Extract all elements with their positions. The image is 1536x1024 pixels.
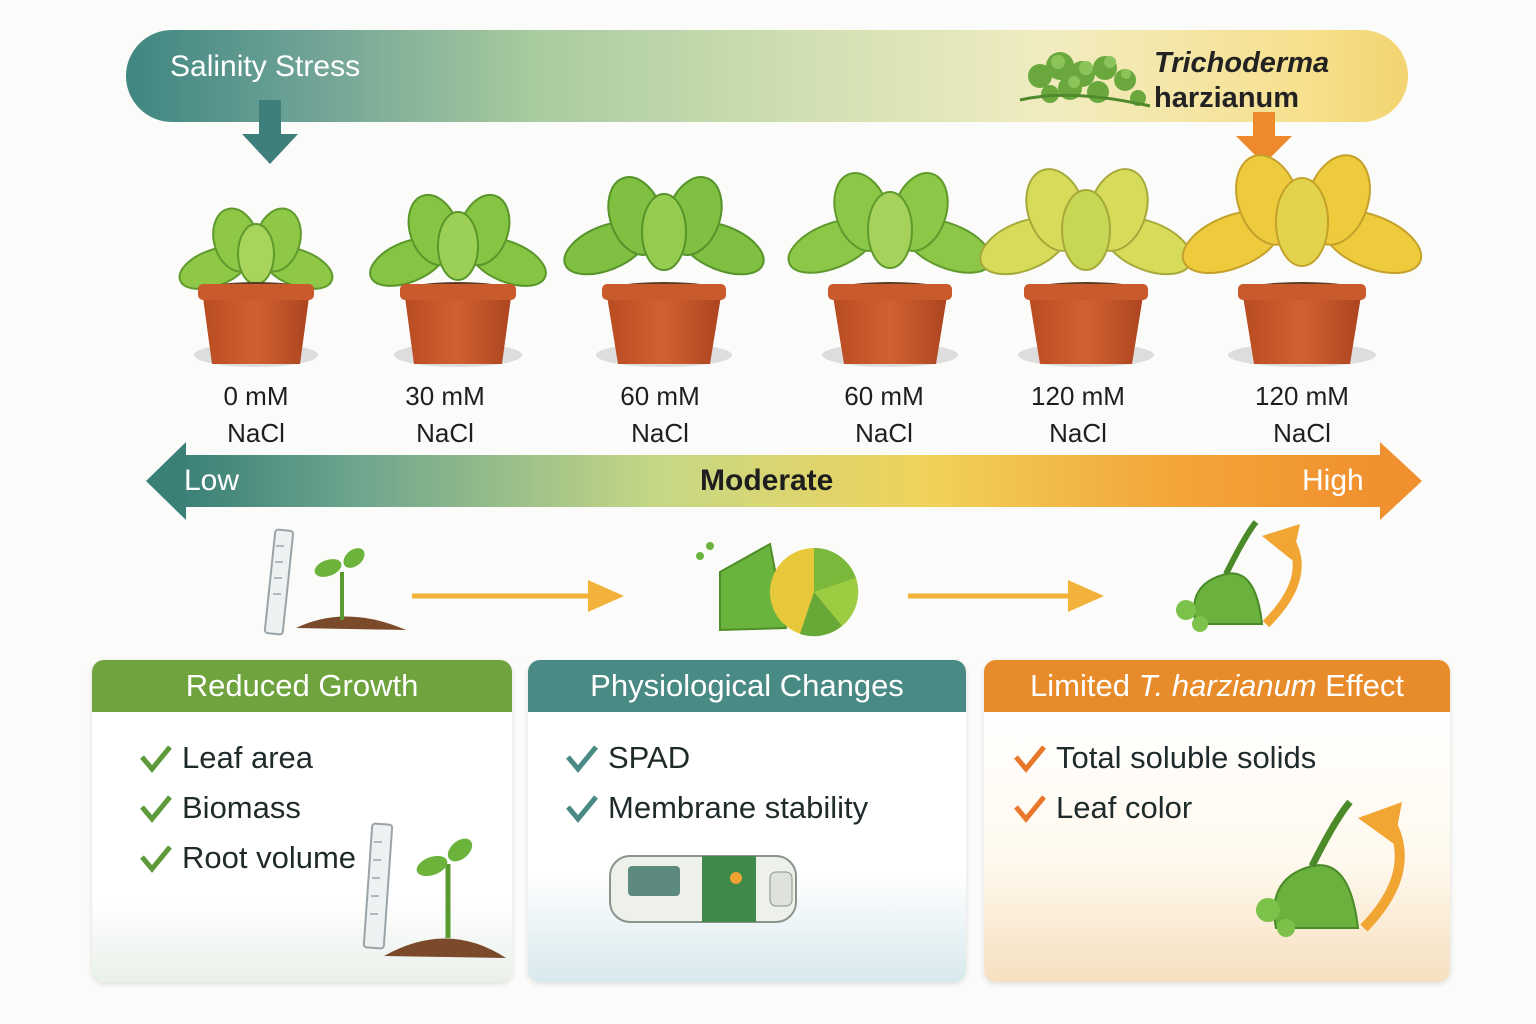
- concentration-value: 60 mM: [844, 381, 924, 411]
- item-label: Biomass: [182, 790, 301, 825]
- plant-pot-3: [563, 176, 765, 367]
- card-title: Physiological Changes: [528, 660, 966, 712]
- potted-plants-row: [178, 154, 1423, 367]
- concentration-value: 0 mM: [223, 381, 289, 411]
- concentration-label-2: 30 mM NaCl: [365, 378, 525, 452]
- ruler-seedling-icon: [263, 528, 406, 636]
- trichoderma-down-arrow-icon: [1236, 112, 1292, 164]
- check-icon: [566, 795, 598, 823]
- concentration-value: 120 mM: [1255, 381, 1349, 411]
- concentration-unit: NaCl: [1049, 418, 1107, 448]
- scale-right-arrowhead-icon: [1380, 442, 1422, 520]
- stress-scale-bar: [182, 455, 1384, 507]
- stress-down-arrow-icon: [242, 100, 298, 164]
- plant-pot-5: [979, 168, 1193, 367]
- flow-arrow-2-icon: [908, 580, 1104, 612]
- concentration-label-4: 60 mM NaCl: [804, 378, 964, 452]
- item-label: Leaf color: [1056, 790, 1193, 825]
- physiological-changes-card: Physiological Changes SPAD Membrane stab…: [528, 660, 966, 982]
- concentration-unit: NaCl: [855, 418, 913, 448]
- card-title: Reduced Growth: [92, 660, 512, 712]
- plant-pot-6: [1181, 154, 1423, 367]
- concentration-label-5: 120 mM NaCl: [998, 378, 1158, 452]
- list-item: Total soluble solids: [1012, 740, 1316, 776]
- limited-effect-card: Limited T. harzianum Effect Total solubl…: [984, 660, 1450, 982]
- ruler-seedling-icon: [362, 822, 506, 958]
- organism-genus: Trichoderma: [1154, 47, 1330, 79]
- check-icon: [566, 745, 598, 773]
- concentration-unit: NaCl: [416, 418, 474, 448]
- concentration-unit: NaCl: [1273, 418, 1331, 448]
- title-prefix: Limited: [1030, 668, 1139, 703]
- item-label: Total soluble solids: [1056, 740, 1317, 775]
- item-label: Root volume: [182, 840, 357, 875]
- title-species: T. harzianum: [1138, 668, 1317, 703]
- concentration-label-6: 120 mM NaCl: [1222, 378, 1382, 452]
- list-item: SPAD: [564, 740, 690, 776]
- trichoderma-fungus-icon: [1019, 52, 1151, 108]
- list-item: Leaf color: [1012, 790, 1192, 826]
- concentration-unit: NaCl: [227, 418, 285, 448]
- plant-pot-2: [369, 193, 547, 367]
- plant-pot-4: [787, 172, 993, 367]
- item-label: SPAD: [608, 740, 691, 775]
- concentration-value: 60 mM: [620, 381, 700, 411]
- scale-high-label: High: [1302, 464, 1364, 497]
- concentration-label-1: 0 mM NaCl: [176, 378, 336, 452]
- check-icon: [140, 795, 172, 823]
- list-item: Membrane stability: [564, 790, 868, 826]
- check-icon: [140, 745, 172, 773]
- organism-species: harzianum: [1154, 82, 1300, 114]
- check-icon: [1014, 795, 1046, 823]
- check-icon: [140, 845, 172, 873]
- scale-left-arrowhead-icon: [146, 442, 186, 520]
- concentration-value: 30 mM: [405, 381, 485, 411]
- flow-arrow-1-icon: [412, 580, 624, 612]
- scale-low-label: Low: [184, 464, 240, 497]
- concentration-value: 120 mM: [1031, 381, 1125, 411]
- item-label: Membrane stability: [608, 790, 869, 825]
- list-item: Root volume: [138, 840, 356, 876]
- concentration-unit: NaCl: [631, 418, 689, 448]
- trichoderma-label: Trichoderma harzianum: [1154, 46, 1329, 116]
- card-title: Limited T. harzianum Effect: [984, 660, 1450, 712]
- list-item: Biomass: [138, 790, 301, 826]
- scale-moderate-label: Moderate: [700, 464, 834, 497]
- fungus-growth-arrow-icon: [1176, 520, 1302, 632]
- list-item: Leaf area: [138, 740, 313, 776]
- reduced-growth-card: Reduced Growth Leaf area Biomass Root vo…: [92, 660, 512, 982]
- check-icon: [1014, 745, 1046, 773]
- plant-pot-1: [178, 207, 334, 367]
- salinity-trichoderma-banner: [126, 30, 1408, 122]
- spad-meter-icon: [609, 855, 797, 923]
- item-label: Leaf area: [182, 740, 313, 775]
- title-suffix: Effect: [1316, 668, 1404, 703]
- salinity-stress-label: Salinity Stress: [170, 50, 361, 83]
- concentration-label-3: 60 mM NaCl: [580, 378, 740, 452]
- leaf-pie-chart-icon: [696, 542, 859, 637]
- fungus-growth-arrow-icon: [1256, 799, 1405, 937]
